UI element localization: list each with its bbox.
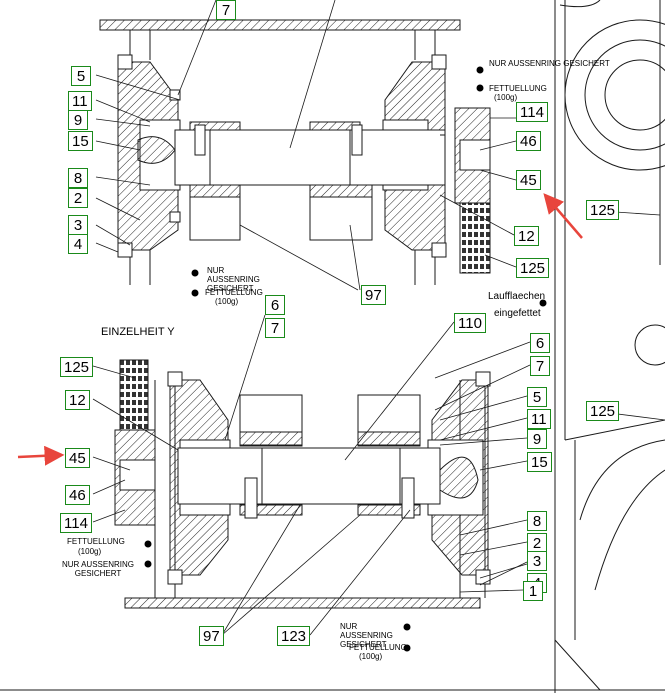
note-top-right-grease: FETTUELLUNG [489, 84, 547, 93]
callout-part-97-b: 97 [199, 626, 224, 646]
note-bottom-right-outer-ring: NUR AUSSENRING GESICHERT [340, 622, 393, 649]
callout-part-110: 110 [454, 313, 486, 333]
bottom-shaft [177, 447, 441, 505]
callout-part-5: 5 [71, 66, 91, 86]
callout-part-6: 6 [265, 295, 285, 315]
callout-part-125-side: 125 [586, 200, 620, 220]
red-arrow-top [543, 193, 583, 239]
callout-part-45: 45 [516, 170, 541, 190]
callout-part-114: 114 [516, 102, 548, 122]
top-chain [459, 202, 491, 274]
note-bottom-left-grease-qty: (100g) [78, 547, 102, 556]
callout-part-8: 8 [68, 168, 88, 188]
callout-part-46-b: 46 [65, 485, 90, 505]
red-arrow-bottom [17, 445, 65, 466]
detail-heading: EINZELHEIT Y [101, 326, 175, 338]
callout-part-46: 46 [516, 131, 541, 151]
top-shaft [174, 129, 446, 186]
callout-part-8-b: 8 [527, 511, 547, 531]
callout-part-2-b: 2 [527, 533, 547, 553]
callout-part-9: 9 [68, 110, 88, 130]
callout-part-9-b: 9 [527, 429, 547, 449]
top-frame-beam [99, 19, 461, 31]
bottom-chain [119, 359, 149, 431]
callout-part-11-b: 11 [527, 409, 551, 429]
note-bottom-left-grease: FETTUELLUNG [67, 537, 125, 546]
callout-part-3: 3 [68, 215, 88, 235]
callout-part-12: 12 [514, 226, 539, 246]
note-top-left-grease: FETTUELLUNG [205, 288, 263, 297]
callout-part-6-b: 6 [530, 333, 550, 353]
callout-part-3-b: 3 [527, 551, 547, 571]
callout-part-7: 7 [216, 0, 236, 20]
note-top-right-grease-qty: (100g) [494, 93, 518, 102]
callout-part-2: 2 [68, 188, 88, 208]
callout-part-1: 1 [523, 581, 543, 601]
right-wheel-top [564, 19, 665, 171]
callout-part-125-side-b: 125 [586, 401, 620, 421]
note-bottom-right-grease: FETTUELLUNG [349, 643, 407, 652]
callout-part-15: 15 [68, 131, 93, 151]
callout-part-125: 125 [516, 258, 550, 278]
callout-part-123: 123 [277, 626, 311, 646]
note-top-right-outer-ring: NUR AUSSENRING GESICHERT [489, 59, 610, 68]
note-top-left-outer-ring: NUR AUSSENRING GESICHERT [207, 266, 260, 293]
note-bottom-left-outer-ring: NUR AUSSENRING GESICHERT [61, 560, 134, 578]
callout-part-45-b: 45 [65, 448, 90, 468]
callout-part-12-b: 12 [65, 390, 90, 410]
callout-part-7-c: 7 [530, 356, 550, 376]
note-top-left-grease-qty: (100g) [215, 297, 239, 306]
note-bottom-right-grease-qty: (100g) [359, 652, 383, 661]
callout-part-5-b: 5 [527, 387, 547, 407]
callout-part-125-b: 125 [60, 357, 94, 377]
callout-part-11: 11 [68, 91, 92, 111]
bottom-frame-beam [124, 597, 481, 609]
callout-part-97: 97 [361, 285, 386, 305]
note-greased: eingefettet [494, 308, 541, 319]
callout-part-7-b: 7 [265, 318, 285, 338]
callout-part-15-b: 15 [527, 452, 552, 472]
callout-part-114-b: 114 [60, 513, 92, 533]
note-running-surfaces: Laufflaechen [488, 291, 546, 302]
callout-part-4: 4 [68, 234, 88, 254]
